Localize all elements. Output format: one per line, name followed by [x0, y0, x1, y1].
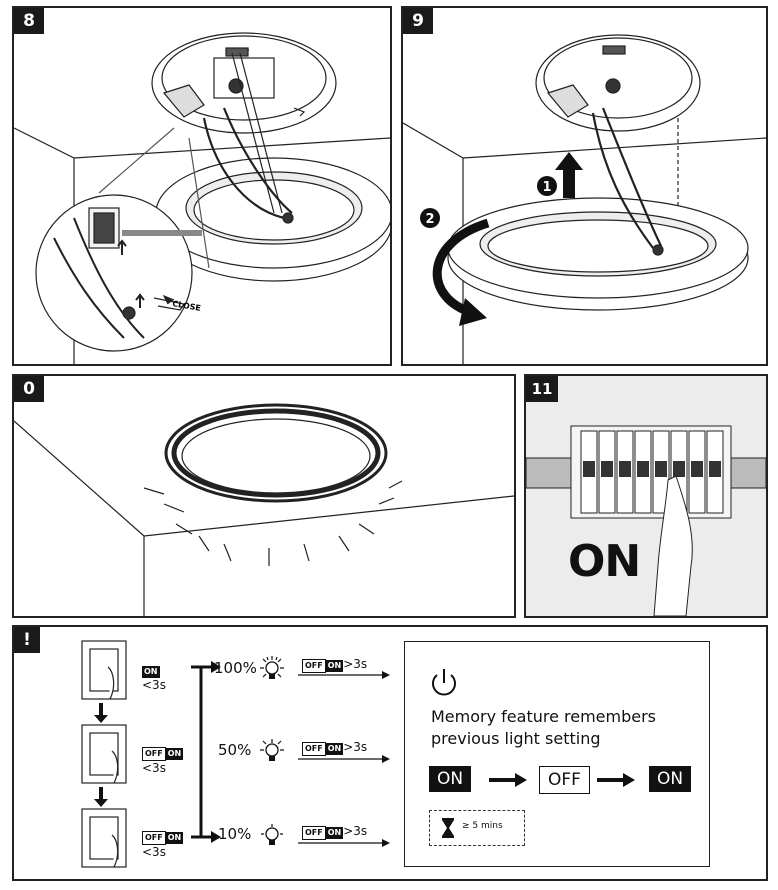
panel-step-11: 11 ON	[524, 374, 768, 618]
switch-column-graphic	[81, 640, 127, 868]
switch-1-tags: ON <3s	[142, 659, 166, 692]
level-arrows	[298, 671, 390, 847]
level-50-on-tag: ON	[325, 743, 344, 755]
sequence-arrow-1	[489, 773, 527, 787]
sequence-on-2: ON	[649, 766, 692, 792]
on-label: ON	[568, 536, 641, 587]
switch-3-time: <3s	[142, 845, 166, 859]
timer-text: ≥ 5 mins	[462, 821, 503, 831]
level-10-on-tag: ON	[325, 827, 344, 839]
step-number-8: 8	[14, 8, 44, 34]
sequence-arrow-2	[597, 773, 635, 787]
illustration-step-8: CLOSE	[14, 32, 390, 364]
panel-step-9: 9 1 2	[401, 6, 768, 366]
sequence-on-1: ON	[429, 766, 472, 792]
switch-2-time: <3s	[142, 761, 166, 775]
bulb-10-icon	[261, 824, 283, 845]
step-badge-1: 1	[542, 180, 551, 195]
level-10-percent: 10%	[218, 825, 252, 843]
illustration-step-10	[14, 403, 514, 616]
switch-1-on-tag: ON	[142, 666, 160, 678]
illustration-step-9: 1 2	[403, 34, 766, 364]
level-10-time: >3s	[343, 824, 368, 838]
bulb-100-icon	[260, 656, 284, 679]
level-50-percent: 50%	[218, 741, 252, 759]
sequence-off: OFF	[539, 766, 590, 794]
hourglass-icon	[442, 818, 454, 838]
level-50-off-tag: OFF	[302, 742, 326, 756]
switch-3-on-tag: ON	[165, 832, 184, 844]
step-badge-2: 2	[425, 212, 434, 227]
power-icon	[432, 669, 456, 696]
step-number-9: 9	[403, 8, 433, 34]
memory-line-1: Memory feature remembers	[431, 707, 657, 726]
switch-2-on-tag: ON	[165, 748, 184, 760]
level-10-off-tag: OFF	[302, 826, 326, 840]
flow-bracket	[191, 661, 221, 843]
level-100-off-tag: OFF	[302, 659, 326, 673]
step-number-10: 0	[14, 376, 44, 402]
panel-step-10: 0	[12, 374, 516, 618]
switch-3-off-tag: OFF	[142, 831, 166, 845]
info-marker: !	[14, 627, 40, 653]
memory-box: Memory feature remembers previous light …	[404, 641, 710, 867]
level-100-percent: 100%	[214, 659, 257, 677]
bulb-50-icon	[260, 739, 284, 761]
switch-2-off-tag: OFF	[142, 747, 166, 761]
breaker-illustration	[526, 425, 766, 616]
level-50-time: >3s	[343, 740, 368, 754]
memory-line-2: previous light setting	[431, 729, 601, 748]
step-number-11: 11	[526, 376, 558, 402]
timer-box: ≥ 5 mins	[429, 810, 525, 846]
switch-1-time: <3s	[142, 678, 166, 692]
level-100-time: >3s	[343, 657, 368, 671]
level-100-on-tag: ON	[325, 660, 344, 672]
panel-step-8: 8	[12, 6, 392, 366]
